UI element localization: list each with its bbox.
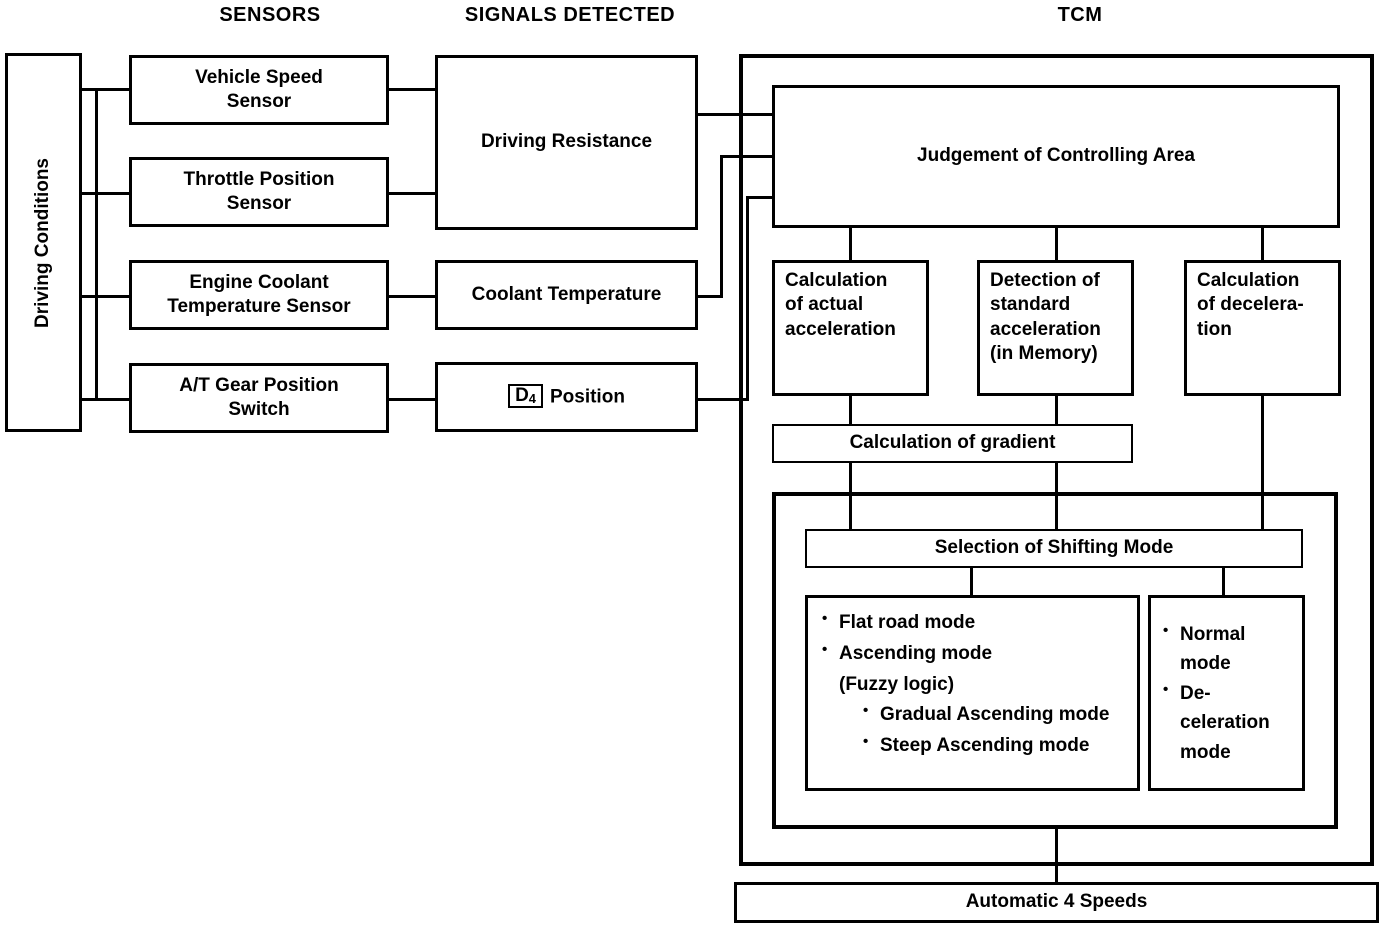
connector-gradient-to-modeframe (849, 462, 852, 494)
connector-modeframe-inner-right (1261, 492, 1264, 530)
connector-judgement-to-decel (1261, 228, 1264, 261)
sensor-box-throttle-position: Throttle Position Sensor (129, 157, 389, 227)
sensor-bus-line (95, 88, 98, 398)
tcm-right-mode-box: Normal mode De-celeration mode (1148, 595, 1305, 791)
mode-item-ascending: Ascending mode (Fuzzy logic) Gradual Asc… (820, 638, 1110, 762)
connector-tps-resistance (389, 192, 437, 195)
sensor-box-engine-coolant-temp: Engine Coolant Temperature Sensor (129, 260, 389, 330)
mode-label-normal: Normal mode (1180, 624, 1246, 675)
signal-box-driving-resistance: Driving Resistance (435, 55, 698, 230)
column-header-signals: SIGNALS DETECTED (464, 4, 676, 26)
mode-label-fuzzy-logic: (Fuzzy logic) (839, 673, 955, 695)
tcm-calc-gradient-label: Calculation of gradient (849, 432, 1056, 454)
connector-modeframe-inner-mid (1055, 492, 1058, 530)
tcm-right-mode-list: Normal mode De-celeration mode (1151, 598, 1302, 767)
d4-badge-letter: D (515, 384, 529, 406)
connector-modeframe-inner-left (849, 492, 852, 530)
connector-d4-stub (698, 398, 749, 401)
mode-label-deceleration: De-celeration mode (1180, 682, 1270, 763)
connector-judgement-to-actual (849, 228, 852, 261)
tcm-detection-standard-box: Detection of standard acceleration (in M… (977, 260, 1134, 396)
tcm-frame (739, 54, 1374, 866)
d4-badge-subscript: 4 (528, 390, 536, 406)
connector-gradient-right-to-modeframe (1055, 462, 1058, 494)
mode-item-normal: Normal mode (1161, 619, 1296, 679)
output-label-automatic-4-speeds: Automatic 4 Speeds (965, 891, 1148, 913)
mode-label-steep-ascending: Steep Ascending mode (880, 735, 1090, 757)
tcm-calc-actual-label: Calculation of actual acceleration (785, 270, 896, 340)
connector-coolant-riser (720, 155, 723, 298)
mode-item-deceleration: De-celeration mode (1161, 678, 1296, 767)
connector-coolant-to-judgement (720, 155, 774, 158)
sensor-box-vehicle-speed: Vehicle Speed Sensor (129, 55, 389, 125)
connector-coolant-stub (698, 295, 723, 298)
sensor-box-at-gear-position-switch: A/T Gear Position Switch (129, 363, 389, 433)
tcm-calc-actual-box: Calculation of actual acceleration (772, 260, 929, 396)
connector-standard-to-gradient (1055, 396, 1058, 424)
connector-vss-resistance (389, 88, 437, 91)
tcm-calc-deceleration-box: Calculation of decelera- tion (1184, 260, 1341, 396)
mode-label-ascending: Ascending mode (839, 642, 993, 664)
signal-box-coolant-temperature: Coolant Temperature (435, 260, 698, 330)
tcm-left-mode-box: Flat road mode Ascending mode (Fuzzy log… (805, 595, 1140, 791)
connector-actual-to-gradient (849, 396, 852, 424)
d4-badge: D4 (508, 383, 543, 409)
tcm-selection-box: Selection of Shifting Mode (805, 529, 1303, 568)
tcm-selection-label: Selection of Shifting Mode (934, 537, 1174, 559)
mode-item-steep-ascending: Steep Ascending mode (861, 730, 1109, 762)
tcm-mode-frame (772, 492, 1338, 829)
connector-ects-coolant (389, 295, 437, 298)
connector-dc-atgps (82, 398, 129, 401)
mode-label-flat-road: Flat road mode (839, 612, 976, 633)
connector-judgement-to-standard (1055, 228, 1058, 261)
tcm-judgement-box: Judgement of Controlling Area (772, 85, 1340, 228)
signal-label-d4-position: Position (549, 386, 625, 408)
connector-dc-vss (82, 88, 129, 91)
connector-dc-ects (82, 295, 129, 298)
connector-selection-to-right-modes (1222, 567, 1225, 596)
signal-box-d4-position: D4 Position (435, 362, 698, 432)
tcm-detection-standard-label: Detection of standard acceleration (in M… (990, 270, 1101, 364)
column-header-tcm: TCM (1057, 4, 1103, 26)
tcm-judgement-label: Judgement of Controlling Area (917, 145, 1195, 167)
connector-modeframe-to-output (1055, 828, 1058, 884)
signal-label-coolant-temperature: Coolant Temperature (471, 283, 662, 305)
connector-d4-to-judgement (746, 196, 774, 199)
column-header-sensors: SENSORS (219, 4, 321, 26)
connector-atgps-d4 (389, 398, 437, 401)
signal-d4-position-content: D4 Position (498, 379, 635, 416)
output-box-automatic-4-speeds: Automatic 4 Speeds (734, 882, 1379, 923)
signal-label-driving-resistance: Driving Resistance (480, 131, 653, 153)
tcm-ascending-sublist: Gradual Ascending mode Steep Ascending m… (839, 699, 1110, 762)
driving-conditions-box: Driving Conditions (5, 53, 82, 432)
connector-resistance-to-judgement (698, 113, 774, 116)
tcm-calc-deceleration-label: Calculation of decelera- tion (1197, 270, 1304, 340)
mode-item-flat-road: Flat road mode (820, 607, 1109, 639)
sensor-label-throttle-position: Throttle Position Sensor (183, 168, 335, 214)
driving-conditions-label: Driving Conditions (32, 157, 54, 328)
connector-selection-to-left-modes (970, 567, 973, 596)
mode-label-gradual-ascending: Gradual Ascending mode (880, 704, 1110, 726)
connector-d4-riser (746, 196, 749, 401)
sensor-label-at-gear-position-switch: A/T Gear Position Switch (179, 374, 339, 420)
sensor-label-vehicle-speed: Vehicle Speed Sensor (195, 66, 323, 112)
tcm-left-mode-list: Flat road mode Ascending mode (Fuzzy log… (808, 598, 1117, 762)
mode-item-gradual-ascending: Gradual Ascending mode (861, 699, 1110, 731)
sensor-label-engine-coolant-temp: Engine Coolant Temperature Sensor (167, 271, 351, 317)
tcm-calc-gradient-box: Calculation of gradient (772, 424, 1133, 463)
connector-dc-tps (82, 192, 129, 195)
connector-decel-to-modeframe (1261, 396, 1264, 494)
